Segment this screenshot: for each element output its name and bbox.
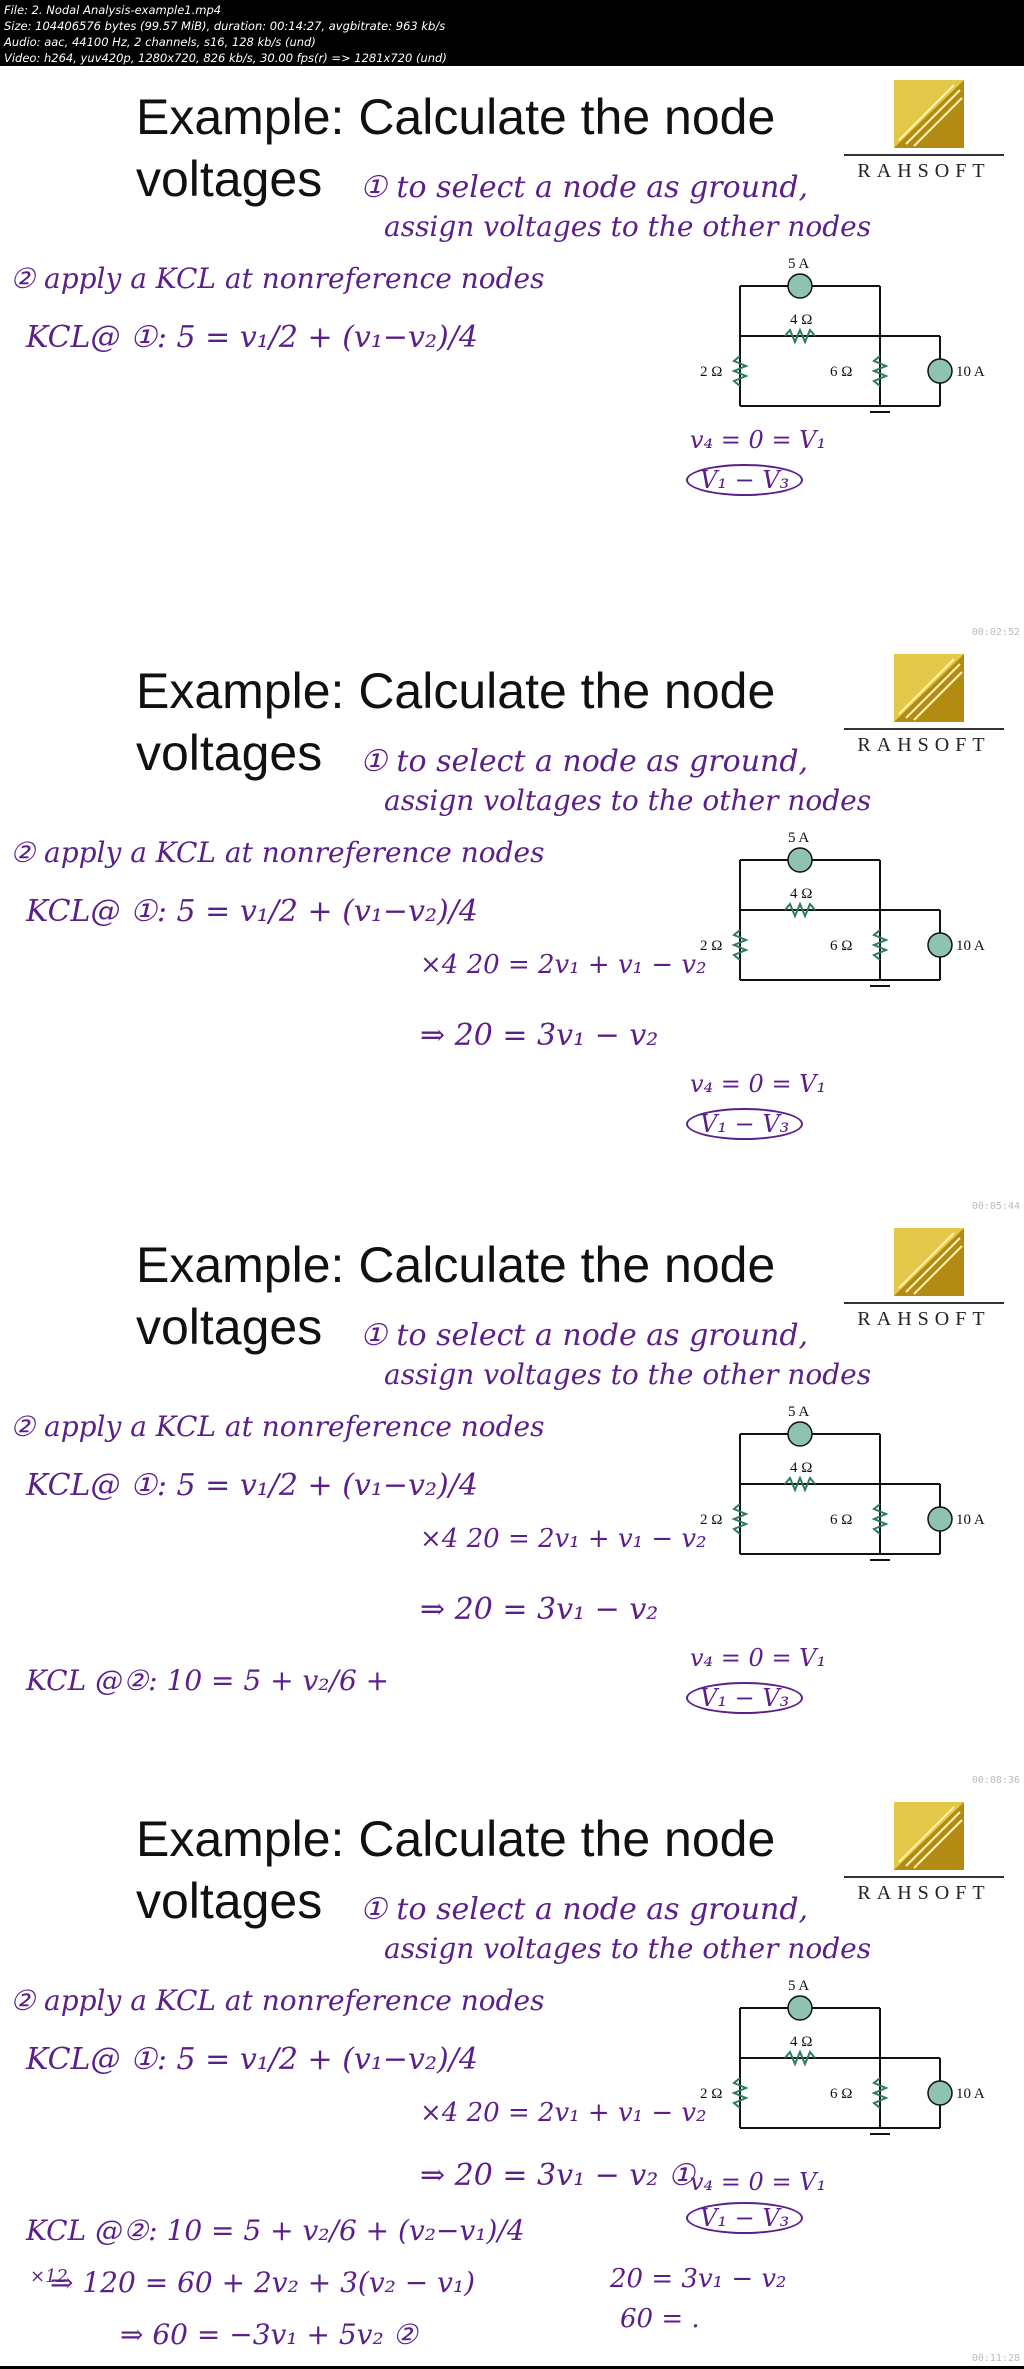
- note-step1b: assign voltages to the other nodes: [384, 1358, 872, 1391]
- note-mult: ×4 20 = 2v₁ + v₁ − v₂: [420, 950, 707, 980]
- note-result1: ⇒ 20 = 3v₁ − v₂: [420, 1592, 659, 1627]
- circuit-diagram: 5 A 4 Ω 2 Ω 6 Ω 10 A: [680, 1968, 985, 2188]
- label-10a: 10 A: [956, 938, 985, 954]
- note-step1b: assign voltages to the other nodes: [384, 784, 872, 817]
- label-6ohm: 6 Ω: [830, 1512, 852, 1528]
- label-5a: 5 A: [788, 1404, 809, 1420]
- note-sys1: 20 = 3v₁ − v₂: [610, 2264, 787, 2294]
- label-2ohm: 2 Ω: [700, 1512, 722, 1528]
- label-2ohm: 2 Ω: [700, 938, 722, 954]
- note-ref2: V₁ − V₃: [686, 2202, 804, 2234]
- note-ref: v₄ = 0 = V₁: [690, 1644, 827, 1672]
- label-4ohm: 4 Ω: [790, 886, 812, 902]
- note-x12: ×12: [30, 2266, 68, 2287]
- note-kcl1: KCL@ ①: 5 = v₁/2 + (v₁−v₂)/4: [26, 2042, 478, 2077]
- label-6ohm: 6 Ω: [830, 938, 852, 954]
- note-ref2: V₁ − V₃: [686, 1682, 804, 1714]
- timestamp: 00:11:28: [971, 2353, 1020, 2364]
- note-step1: ① to select a node as ground,: [360, 170, 809, 205]
- note-step1: ① to select a node as ground,: [360, 1892, 809, 1927]
- note-kcl1: KCL@ ①: 5 = v₁/2 + (v₁−v₂)/4: [26, 1468, 478, 1503]
- note-line-b: ⇒ 60 = −3v₁ + 5v₂ ②: [120, 2318, 418, 2351]
- circuit-diagram: 5 A 4 Ω 2 Ω 6 Ω 10 A: [680, 1394, 985, 1614]
- note-step1b: assign voltages to the other nodes: [384, 1932, 872, 1965]
- note-line-a: ⇒ 120 = 60 + 2v₂ + 3(v₂ − v₁): [50, 2266, 476, 2299]
- note-step1: ① to select a node as ground,: [360, 1318, 809, 1353]
- size-line: Size: 104406576 bytes (99.57 MiB), durat…: [4, 19, 446, 33]
- note-kcl1: KCL@ ①: 5 = v₁/2 + (v₁−v₂)/4: [26, 894, 478, 929]
- circuit-diagram: 5 A 4 Ω 2 Ω 6 Ω 10 A: [680, 246, 985, 466]
- note-step2: ② apply a KCL at nonreference nodes: [10, 1984, 545, 2017]
- note-ref: v₄ = 0 = V₁: [690, 1070, 827, 1098]
- file-line: File: 2. Nodal Analysis-example1.mp4: [4, 3, 222, 17]
- note-kcl2: KCL @②: 10 = 5 + v₂/6 +: [26, 1664, 390, 1697]
- note-result1: ⇒ 20 = 3v₁ − v₂ ①: [420, 2158, 695, 2193]
- note-step2: ② apply a KCL at nonreference nodes: [10, 836, 545, 869]
- label-5a: 5 A: [788, 1978, 809, 1994]
- note-step2: ② apply a KCL at nonreference nodes: [10, 1410, 545, 1443]
- note-mult: ×4 20 = 2v₁ + v₁ − v₂: [420, 1524, 707, 1554]
- note-ref2: V₁ − V₃: [686, 464, 804, 496]
- video-line: Video: h264, yuv420p, 1280x720, 826 kb/s…: [4, 51, 447, 65]
- label-10a: 10 A: [956, 364, 985, 380]
- label-4ohm: 4 Ω: [790, 1460, 812, 1476]
- timestamp: 00:05:44: [971, 1201, 1020, 1212]
- note-kcl1: KCL@ ①: 5 = v₁/2 + (v₁−v₂)/4: [26, 320, 478, 355]
- timestamp: 00:02:52: [971, 627, 1020, 638]
- rahsoft-logo: RAHSOFT: [844, 80, 1024, 190]
- label-5a: 5 A: [788, 256, 809, 272]
- audio-line: Audio: aac, 44100 Hz, 2 channels, s16, 1…: [4, 35, 316, 49]
- label-2ohm: 2 Ω: [700, 2086, 722, 2102]
- label-10a: 10 A: [956, 2086, 985, 2102]
- note-step1: ① to select a node as ground,: [360, 744, 809, 779]
- rahsoft-logo: RAHSOFT: [844, 1228, 1024, 1338]
- circuit-diagram: 5 A 4 Ω 2 Ω 6 Ω 10 A: [680, 820, 985, 1040]
- label-10a: 10 A: [956, 1512, 985, 1528]
- label-2ohm: 2 Ω: [700, 364, 722, 380]
- label-4ohm: 4 Ω: [790, 2034, 812, 2050]
- label-4ohm: 4 Ω: [790, 312, 812, 328]
- rahsoft-logo: RAHSOFT: [844, 1802, 1024, 1912]
- note-ref: v₄ = 0 = V₁: [690, 2168, 827, 2196]
- note-kcl2: KCL @②: 10 = 5 + v₂/6 + (v₂−v₁)/4: [26, 2214, 525, 2247]
- note-mult: ×4 20 = 2v₁ + v₁ − v₂: [420, 2098, 707, 2128]
- note-step1b: assign voltages to the other nodes: [384, 210, 872, 243]
- rahsoft-logo: RAHSOFT: [844, 654, 1024, 764]
- note-ref2: V₁ − V₃: [686, 1108, 804, 1140]
- label-6ohm: 6 Ω: [830, 2086, 852, 2102]
- label-6ohm: 6 Ω: [830, 364, 852, 380]
- timestamp: 00:08:36: [971, 1775, 1020, 1786]
- note-step2: ② apply a KCL at nonreference nodes: [10, 262, 545, 295]
- note-ref: v₄ = 0 = V₁: [690, 426, 827, 454]
- video-info-header: File: 2. Nodal Analysis-example1.mp4 Siz…: [0, 0, 1024, 66]
- note-result1: ⇒ 20 = 3v₁ − v₂: [420, 1018, 659, 1053]
- label-5a: 5 A: [788, 830, 809, 846]
- note-sys2: 60 = .: [620, 2304, 700, 2334]
